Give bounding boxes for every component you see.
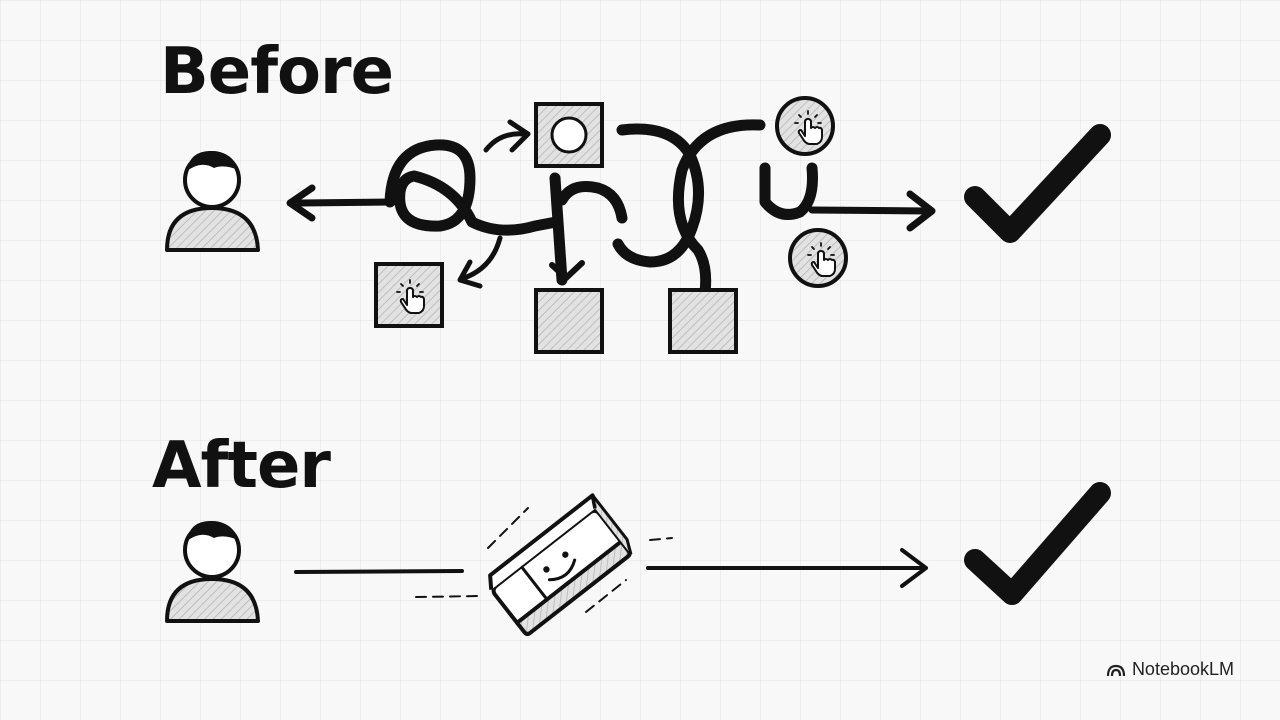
motion-lines-icon [415,507,673,613]
tangled-path-icon [384,119,818,298]
step-box-icon [534,288,604,354]
smiling-eraser-icon [488,493,633,637]
step-box-tap-icon [374,262,444,328]
direct-line-icon [294,548,928,588]
brand-label: NotebookLM [1131,659,1234,679]
notebooklm-logo-icon [1106,664,1126,676]
step-box-circle-icon [534,102,604,168]
return-arrow-icon [286,184,394,222]
user-icon [165,150,260,252]
forward-arrow-icon [808,190,936,232]
after-heading: After [152,429,331,503]
branch-arrow-icon [457,235,503,289]
checkmark-icon [964,124,1111,243]
down-arrow-icon [549,260,585,281]
step-box-icon [668,288,738,354]
tap-button-icon [788,228,848,288]
tap-button-icon [775,96,835,156]
branch-arrow-icon [483,119,531,153]
before-heading: Before [160,35,394,109]
user-icon [165,520,260,623]
checkmark-icon [964,482,1111,605]
notebooklm-watermark: NotebookLM [1106,659,1234,680]
